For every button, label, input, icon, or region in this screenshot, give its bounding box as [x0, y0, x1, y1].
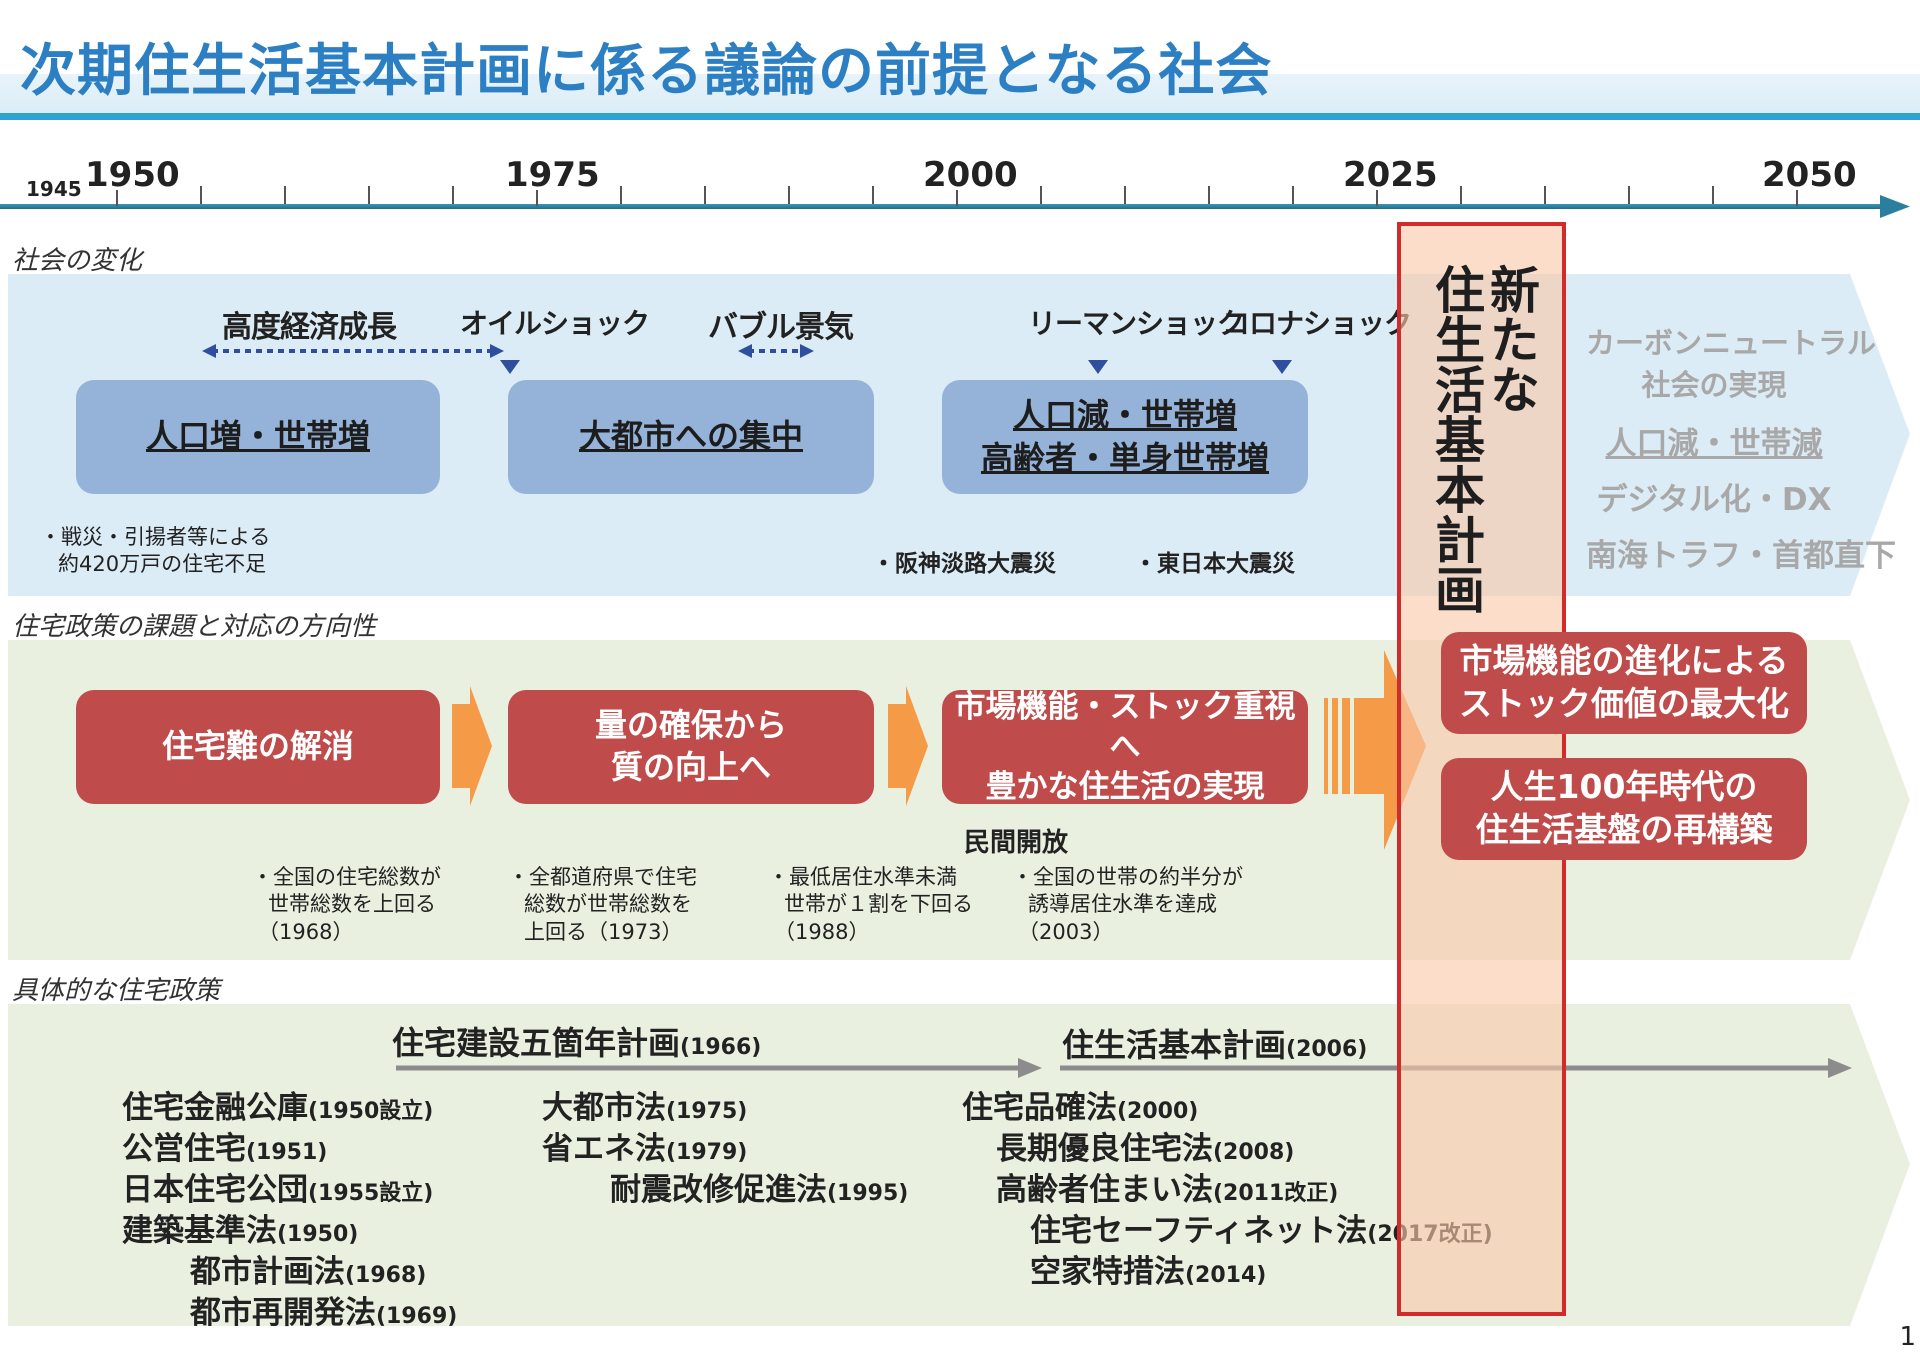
direction-arrows — [452, 650, 1426, 850]
event-oil-shock: オイルショック — [460, 307, 650, 340]
direction-box-market-stock: 市場機能・ストック重視へ 豊かな住生活の実現 — [942, 689, 1308, 805]
year-label-2025: 2025 — [1343, 155, 1438, 195]
section-label-social: 社会の変化 — [12, 246, 143, 276]
section-label-policy-direction: 住宅政策の課題と対応の方向性 — [12, 612, 377, 642]
law-energy-saving: 省エネ法(1979) — [542, 1131, 748, 1167]
law-seismic-retrofit: 耐震改修促進法(1995) — [610, 1172, 909, 1208]
timeline-line — [0, 204, 1890, 209]
law-public-housing: 公営住宅(1951) — [122, 1131, 328, 1167]
event-bubble: バブル景気 — [708, 310, 854, 345]
page-number: 1 — [1899, 1322, 1916, 1352]
policy-basic-plan: 住生活基本計画(2006) — [1062, 1026, 1368, 1064]
law-long-life-housing: 長期優良住宅法(2008) — [996, 1131, 1295, 1167]
law-building-standards: 建築基準法(1950) — [122, 1213, 359, 1249]
law-vacant-houses: 空家特措法(2014) — [1030, 1254, 1267, 1290]
future-earthquake-risk: 南海トラフ・首都直下 — [1586, 538, 1896, 574]
social-box-population-increase: 人口増・世帯増 — [76, 380, 440, 494]
title-band — [0, 74, 1920, 118]
law-housing-quality: 住宅品確法(2000) — [962, 1090, 1199, 1126]
timeline-arrowhead — [1880, 195, 1910, 218]
big-orange-arrow — [1324, 650, 1426, 850]
direction-box-quantity-to-quality: 量の確保から 質の向上へ — [508, 690, 874, 804]
note-war-shortage: ・戦災・引揚者等による 約420万戸の住宅不足 — [40, 525, 271, 577]
page-title: 次期住生活基本計画に係る議論の前提となる社会 — [20, 39, 1273, 104]
section-label-concrete-policy: 具体的な住宅政策 — [12, 976, 221, 1006]
future-digitalization: デジタル化・DX — [1596, 482, 1832, 518]
year-label-1975: 1975 — [505, 155, 600, 195]
year-label-2050: 2050 — [1762, 155, 1857, 195]
future-carbon-neutral: カーボンニュートラル 社会の実現 — [1586, 326, 1877, 402]
policy-five-year-plan: 住宅建設五箇年計画(1966) — [392, 1024, 762, 1062]
event-corona: コロナショック — [1222, 307, 1412, 340]
timeline-axis — [0, 186, 1910, 218]
social-box-urban-concentration: 大都市への集中 — [508, 380, 874, 494]
direction-box-100-year-life: 人生100年時代の 住生活基盤の再構築 — [1441, 758, 1807, 860]
future-population-decrease: 人口減・世帯減 — [1605, 426, 1823, 462]
note-housing-exceeds-1968: ・全国の住宅総数が 世帯総数を上回る （1968） — [252, 865, 441, 944]
law-housing-loan-corp: 住宅金融公庫(1950設立) — [122, 1090, 434, 1126]
orange-arrow-1 — [452, 686, 492, 806]
law-urban-redevelopment: 都市再開発法(1969) — [190, 1295, 458, 1331]
law-city-planning: 都市計画法(1968) — [190, 1254, 427, 1290]
year-label-1950: 1950 — [85, 155, 180, 195]
law-metropolitan: 大都市法(1975) — [542, 1090, 748, 1126]
year-label-1945: 1945 — [26, 177, 82, 201]
note-minimum-standard-1988: ・最低居住水準未満 世帯が１割を下回る （1988） — [768, 865, 973, 944]
law-housing-corporation: 日本住宅公団(1955設立) — [122, 1172, 434, 1208]
year-label-2000: 2000 — [923, 155, 1018, 195]
social-box-population-decrease: 人口減・世帯増 高齢者・単身世帯増 — [942, 380, 1308, 494]
label-private-opening: 民間開放 — [964, 828, 1069, 858]
direction-box-housing-shortage: 住宅難の解消 — [76, 690, 440, 804]
title-underline — [0, 113, 1920, 120]
note-hanshin-earthquake: ・阪神淡路大震災 — [872, 551, 1056, 577]
event-high-growth: 高度経済成長 — [222, 310, 397, 345]
note-housing-exceeds-1973: ・全都道府県で住宅 総数が世帯総数を 上回る（1973） — [508, 865, 697, 944]
timeline-ticks — [116, 186, 1798, 206]
new-plan-label: 新たな住生活基本計画 — [1427, 264, 1540, 614]
event-arrows — [202, 344, 1292, 374]
orange-arrow-2 — [888, 686, 928, 806]
note-higashi-earthquake: ・東日本大震災 — [1134, 551, 1295, 577]
law-elderly-housing: 高齢者住まい法(2011改正) — [996, 1172, 1339, 1208]
note-induced-standard-2003: ・全国の世帯の約半分が 誘導居住水準を達成 （2003） — [1012, 865, 1243, 944]
direction-box-stock-value: 市場機能の進化による ストック価値の最大化 — [1441, 632, 1807, 734]
event-lehman: リーマンショック — [1028, 307, 1245, 340]
